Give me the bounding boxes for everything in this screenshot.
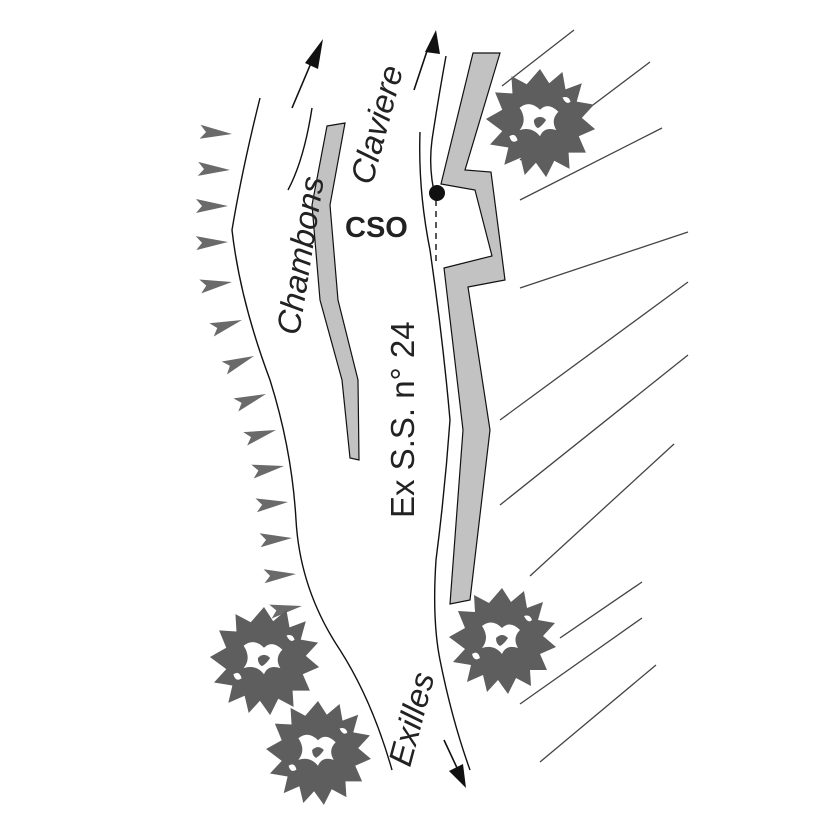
label-cso: CSO [345,212,408,244]
left-gray-strip [311,122,360,461]
arrow-claviere [413,30,440,91]
label-road: Ex S.S. n° 24 [384,321,421,518]
tree-bottom-left-1 [209,606,320,716]
left-road-edge [231,97,393,771]
direction-arrows [291,30,466,788]
arrow-exilles [443,739,466,788]
cso-point-marker [429,185,445,201]
tree-bottom-left-2 [266,701,371,805]
right-road-edge [429,55,447,201]
label-exilles: Exilles [381,668,441,770]
arrow-chambons [291,39,323,109]
embankment-teeth [195,124,304,619]
tree-bottom-right [449,588,556,694]
median-edge-left [287,107,313,191]
right-gray-strip [440,52,506,605]
label-claviere: Claviere [343,61,410,187]
median-edge-right [419,131,471,771]
road-edges [231,55,471,771]
